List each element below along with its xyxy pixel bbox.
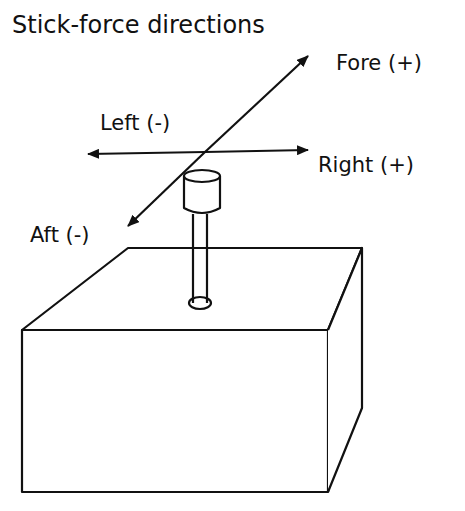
direction-label: Aft (-) <box>30 224 90 247</box>
box-side <box>328 248 362 492</box>
direction-label: Right (+) <box>318 154 414 177</box>
aft-arrow <box>128 152 205 226</box>
diagram-title: Stick-force directions <box>12 12 265 38</box>
fore-arrow <box>205 56 308 152</box>
left-arrow <box>88 152 205 154</box>
stick-shaft <box>193 214 207 303</box>
box-front <box>22 330 328 492</box>
right-arrow <box>205 150 308 152</box>
stick-grip-top <box>184 170 220 182</box>
direction-label: Left (-) <box>100 112 170 135</box>
direction-label: Fore (+) <box>336 52 422 75</box>
